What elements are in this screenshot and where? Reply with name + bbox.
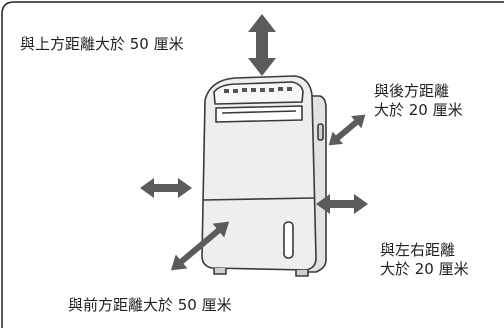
dehumidifier-illustration xyxy=(201,75,327,277)
label-back-clearance-line2: 大於 20 厘米 xyxy=(374,101,463,119)
double-arrow-icon xyxy=(140,14,368,214)
label-side-clearance-line1: 與左右距離 xyxy=(380,241,456,259)
label-side-clearance-line2: 大於 20 厘米 xyxy=(380,260,469,278)
arrow-right-side xyxy=(316,194,368,214)
label-top-clearance: 與上方距離大於 50 厘米 xyxy=(20,35,184,53)
arrow-back xyxy=(328,114,366,146)
label-front-clearance: 與前方距離大於 50 厘米 xyxy=(68,296,232,314)
label-back-clearance-line1: 與後方距離 xyxy=(374,82,450,100)
arrow-left-side xyxy=(140,178,192,198)
arrow-front xyxy=(170,221,230,271)
arrow-top xyxy=(248,14,276,76)
